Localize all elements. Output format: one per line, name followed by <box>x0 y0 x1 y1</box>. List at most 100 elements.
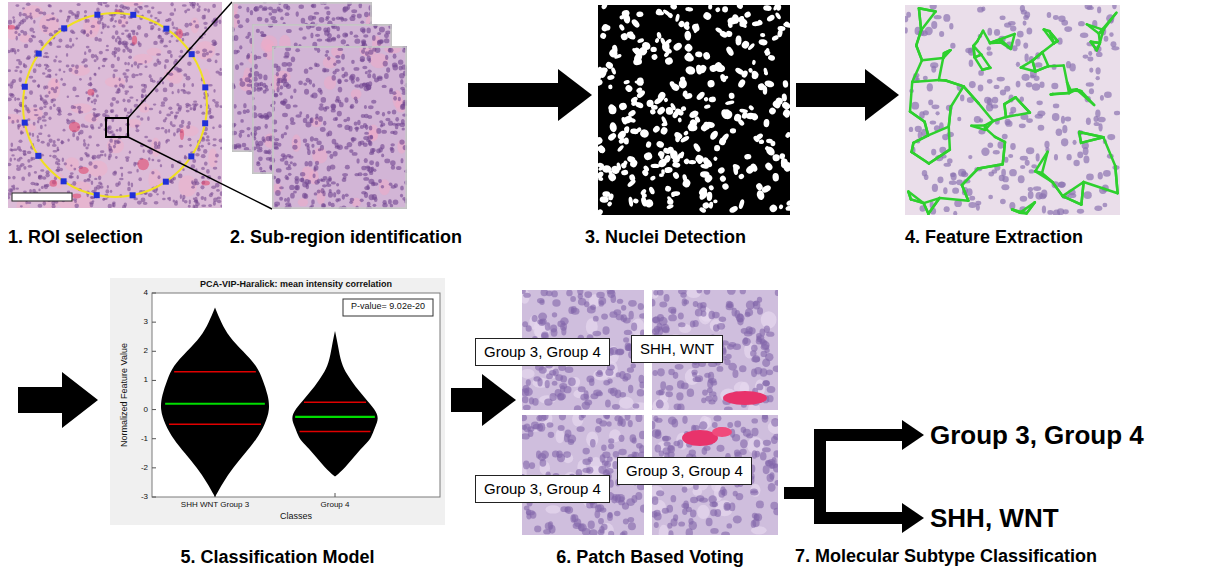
nucleus-dot <box>245 77 251 82</box>
nucleus-dot <box>157 145 160 149</box>
nucleus-dot <box>9 148 12 151</box>
nucleus-dot <box>168 107 172 110</box>
tissue-patch <box>71 103 92 113</box>
nucleus-dot <box>100 123 103 127</box>
nucleus-dot <box>151 6 154 9</box>
nucleus-dot <box>260 34 266 37</box>
nucleus-dot <box>79 78 82 81</box>
nucleus-dot <box>111 97 116 101</box>
nucleus-dot <box>213 42 216 46</box>
nucleus-dot <box>174 59 177 62</box>
nucleus-dot <box>186 76 191 81</box>
subregion-image <box>272 46 407 209</box>
tissue-patch <box>83 16 99 38</box>
nucleus-dot <box>58 159 61 162</box>
nucleus-dot <box>131 183 133 188</box>
nucleus-dot <box>96 185 101 190</box>
nucleus-dot <box>316 27 322 32</box>
nucleus-dot <box>162 191 164 195</box>
nucleus-dot <box>29 12 31 15</box>
nucleus-dot <box>31 157 35 160</box>
nucleus-dot <box>17 158 21 161</box>
nucleus-dot <box>208 204 212 207</box>
nucleus-dot <box>134 3 139 6</box>
nucleus-dot <box>356 158 359 164</box>
nucleus-dot <box>8 163 11 166</box>
nucleus-dot <box>219 19 222 24</box>
nucleus-dot <box>144 5 149 7</box>
nucleus-dot <box>137 6 142 8</box>
nucleus-dot <box>16 165 19 168</box>
roi-handle <box>202 120 208 126</box>
nucleus-dot <box>362 29 366 34</box>
nucleus-dot <box>27 202 31 204</box>
nucleus-dot <box>62 83 66 87</box>
nucleus-dot <box>38 204 43 208</box>
nucleus-dot <box>179 124 184 128</box>
nucleus-dot <box>262 8 268 11</box>
nucleus-dot <box>126 7 130 11</box>
nucleus-dot <box>141 198 146 203</box>
nucleus-dot <box>67 96 69 98</box>
nucleus-dot <box>159 40 163 44</box>
nucleus-dot <box>124 62 127 66</box>
nucleus-dot <box>150 25 154 29</box>
nucleus-dot <box>317 39 323 42</box>
nucleus-dot <box>246 127 250 131</box>
nucleus-dot <box>69 176 74 179</box>
tissue-patch <box>107 138 124 153</box>
nucleus-dot <box>196 8 200 12</box>
nucleus-dot <box>102 113 107 117</box>
blood-spot <box>73 194 82 199</box>
nucleus-dot <box>342 7 346 13</box>
nucleus-dot <box>60 78 63 81</box>
nucleus-dot <box>327 27 331 33</box>
nucleus-dot <box>280 17 284 21</box>
nucleus-dot <box>193 108 196 111</box>
nucleus-dot <box>80 29 85 33</box>
nucleus-dot <box>377 32 381 35</box>
nucleus-dot <box>314 12 320 15</box>
nucleus-dot <box>42 25 46 29</box>
nucleus-dot <box>272 19 278 23</box>
nucleus-dot <box>240 81 246 87</box>
nucleus-dot <box>126 34 131 38</box>
nucleus-dot <box>201 204 206 206</box>
nucleus-dot <box>72 181 76 186</box>
nucleus-dot <box>174 8 176 12</box>
nucleus-dot <box>166 114 171 117</box>
nucleus-dot <box>88 174 91 179</box>
nucleus-dot <box>83 142 86 146</box>
nucleus-dot <box>204 8 207 11</box>
nucleus-dot <box>31 35 35 37</box>
nucleus-dot <box>45 170 49 174</box>
nucleus-dot <box>186 91 191 94</box>
nucleus-dot <box>38 189 40 192</box>
nucleus-dot <box>157 159 161 162</box>
nucleus-dot <box>171 35 173 38</box>
nucleus-dot <box>238 24 243 28</box>
nucleus-dot <box>215 154 219 158</box>
nucleus-dot <box>254 6 260 11</box>
nucleus-dot <box>92 155 97 160</box>
nucleus-dot <box>34 171 37 174</box>
nucleus-dot <box>234 14 239 19</box>
nucleus-dot <box>109 139 112 143</box>
nucleus-dot <box>302 36 306 40</box>
nucleus-dot <box>384 73 389 79</box>
nucleus-dot <box>127 187 131 191</box>
nucleus-dot <box>41 186 44 189</box>
nucleus-dot <box>84 29 86 34</box>
blood-spot <box>49 180 57 187</box>
nucleus-dot <box>327 38 332 43</box>
nucleus-dot <box>195 202 200 206</box>
nucleus-dot <box>273 93 278 98</box>
nucleus-dot <box>84 64 88 68</box>
nucleus-dot <box>33 104 37 107</box>
nucleus-dot <box>40 97 44 101</box>
nucleus-dot <box>43 30 47 33</box>
nucleus-dot <box>220 147 222 150</box>
nucleus-dot <box>169 73 173 76</box>
roi-handle <box>22 84 28 90</box>
nucleus-dot <box>88 82 93 86</box>
